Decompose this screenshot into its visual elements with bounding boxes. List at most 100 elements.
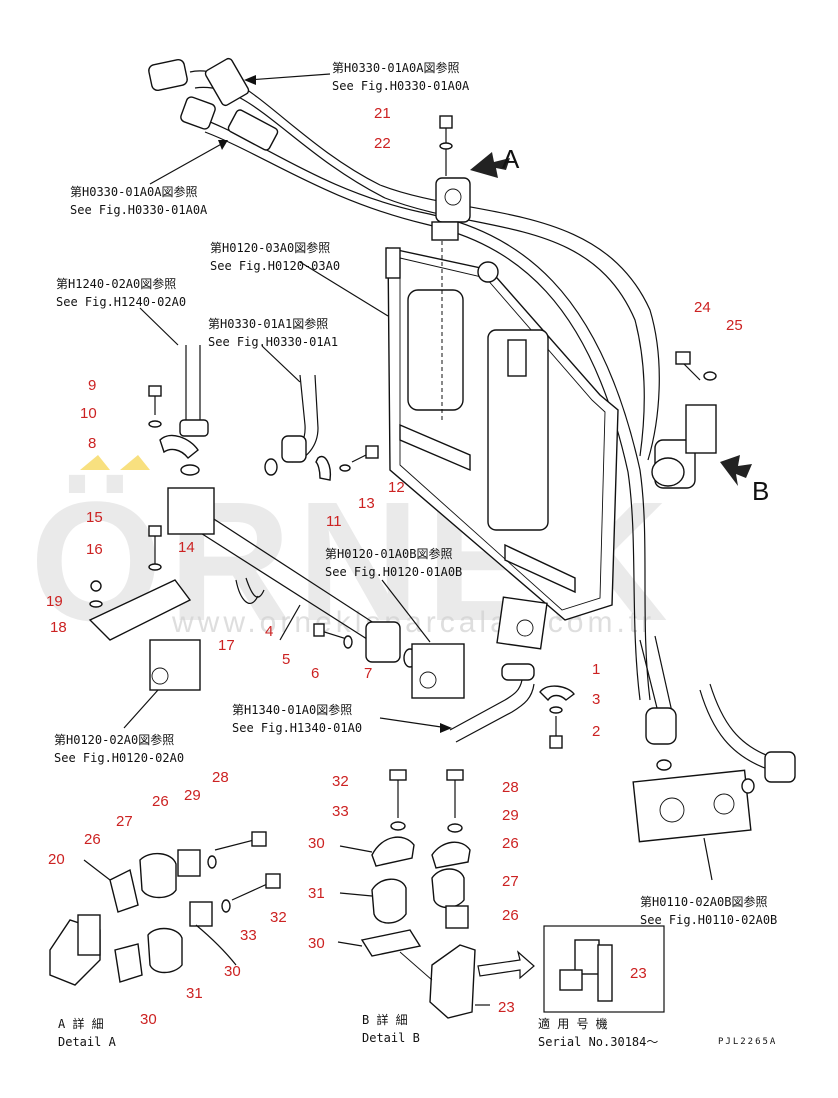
part-number: 28 [502,779,519,796]
part-number: 25 [726,317,743,334]
reference-labels: 第H0330-01A0A図参照 See Fig.H0330-01A0A 第H03… [54,60,777,1049]
washer-icon [148,563,162,571]
part-number: 14 [178,539,195,556]
serial-number: Serial No.30184〜 [538,1035,658,1049]
part-number: 12 [388,479,405,496]
part-number: 21 [374,105,391,122]
part-number: 6 [311,665,319,682]
tube-block [167,487,215,535]
serial-detail-box [543,925,665,1013]
drawing-code: PJL2265A [718,1037,777,1047]
valve-frame [385,220,619,621]
bolt-icon [265,873,281,889]
ref-label-jp: 第H0110-02A0B図参照 [640,894,767,909]
washer-icon [221,899,231,913]
split-flange [159,434,199,459]
hose-flange [281,435,307,463]
ref-label-en: See Fig.H0330-01A1 [208,335,338,349]
bolt-icon [549,735,563,749]
ref-label-jp: 第H0330-01A0A図参照 [70,184,197,199]
part-number: 10 [80,405,97,422]
leader-lines [83,73,713,1006]
detail-b-drawing [360,769,535,1019]
part-number: 19 [46,593,63,610]
serial-title-jp: 適 用 号 機 [538,1016,608,1031]
part-number: 30 [308,935,325,952]
part-number: 30 [308,835,325,852]
part-number: 1 [592,661,600,678]
washer-icon [339,464,351,472]
view-arrow-a [470,152,510,178]
ref-label-jp: 第H1240-02A0図参照 [56,276,176,291]
right-valve-block [632,769,752,843]
bolt-icon [148,385,162,397]
part-number: 13 [358,495,375,512]
ref-label-en: See Fig.H1340-01A0 [232,721,362,735]
part-number: 27 [502,873,519,890]
part-number: 15 [86,509,103,526]
part-number: 26 [502,907,519,924]
frame-bar [504,543,576,594]
frame-bar [399,423,471,472]
frame-tab [385,247,401,279]
washer-icon [439,142,453,150]
bolt-icon [439,115,453,129]
hose-clamp-a [431,115,471,241]
part-number: 26 [84,831,101,848]
part-number: 22 [374,135,391,152]
detail-a-drawing [49,831,281,986]
top-hose-lower [180,96,651,701]
bolt-icon [251,831,267,847]
part-number: 31 [186,985,203,1002]
left-hose [148,345,209,459]
ref-label-jp: 第H0120-02A0図参照 [54,732,174,747]
part-number: 4 [265,623,273,640]
frame-window [487,329,549,531]
part-number: 31 [308,885,325,902]
hose-flange [501,663,535,681]
detail-b-title-jp: B 詳 細 [362,1012,408,1027]
center-valve-blocks [313,596,548,699]
bolt-icon [313,623,325,637]
washer-icon [207,855,217,869]
part-number: 29 [502,807,519,824]
ref-label-jp: 第H0120-03A0図参照 [210,240,330,255]
o-ring-icon [264,458,278,476]
hose-flange [764,751,796,783]
hose-sleeve [204,57,250,107]
ref-label-jp: 第H0120-01A0B図参照 [325,546,452,561]
part-number: 26 [502,835,519,852]
detail-a-title-en: Detail A [58,1035,117,1049]
left-valve-block [149,639,201,691]
part-number: 5 [282,651,290,668]
washer-icon [343,635,353,649]
part-number: 23 [498,999,515,1016]
split-flange [315,455,332,481]
ref-label-en: See Fig.H0120-01A0B [325,565,462,579]
o-ring-icon [656,759,672,771]
bolt-icon [365,445,379,459]
part-number: 8 [88,435,96,452]
lower-hose [449,663,575,749]
ref-label-en: See Fig.H0330-01A0A [332,79,470,93]
part-number: 28 [212,769,229,786]
watermark-accent-icon [80,455,110,470]
bolt-icon [389,769,407,781]
part-number: 26 [152,793,169,810]
part-number: 27 [116,813,133,830]
bolt-icon [675,351,691,365]
part-number: 18 [50,619,67,636]
hose-clamp-b [651,351,717,489]
view-label-b: B [752,476,769,506]
hose-sleeve [227,109,279,151]
part-number: 24 [694,299,711,316]
top-hose-upper [148,57,660,461]
ref-label-jp: 第H1340-01A0図参照 [232,702,352,717]
watermark-accent-icon [120,455,150,470]
part-number: 30 [140,1011,157,1028]
detail-arrow-icon [477,950,535,980]
part-number: 9 [88,377,96,394]
o-ring-icon [180,464,200,476]
ref-label-jp: 第H0330-01A0A図参照 [332,60,459,75]
